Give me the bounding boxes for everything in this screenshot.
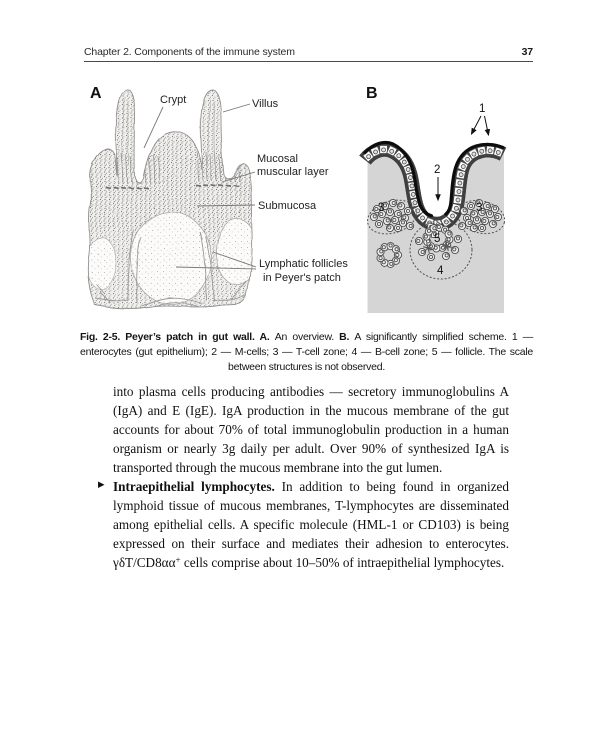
page-number: 37 [521, 46, 534, 58]
villus-inner-lines [121, 97, 216, 169]
label-follicles-line1: Lymphatic follicles [259, 258, 348, 270]
caption-title: Peyer’s patch in gut wall. [125, 331, 260, 343]
muscular-layer-dashes [105, 184, 239, 190]
label-crypt: Crypt [160, 94, 186, 106]
fiber-lines [94, 229, 248, 309]
label-1-enterocytes: 1 [479, 103, 485, 115]
label-submucosa: Submucosa [258, 200, 317, 212]
gut-lumen [365, 118, 503, 218]
label-2-m-cells: 2 [434, 164, 440, 176]
brush-border-line [363, 140, 505, 218]
leader-lines [143, 103, 257, 270]
caption-b-label: B. [339, 331, 355, 343]
label-4-b-cell-zone: 4 [437, 265, 444, 277]
paragraph-intraepithelial: ▶ Intraepithelial lymphocytes. In additio… [98, 477, 509, 572]
b-cell-zone [409, 220, 473, 280]
label-3-t-cell-zone-left: 3 [378, 202, 384, 214]
paragraph-iga: into plasma cells producing antibodies —… [113, 384, 509, 475]
zone-outlines [367, 199, 506, 280]
superscript-plus: + [175, 555, 181, 565]
t-cell-zone-left [367, 199, 417, 235]
label-mucosal-line2: muscular layer [257, 166, 329, 178]
paragraph-text-1: In addition to being found in organized … [113, 479, 509, 570]
panel-b-scheme: B 1 2 3 3 5 4 [363, 85, 508, 313]
paragraph-lead-term: Intraepithelial lymphocytes. [113, 479, 275, 494]
label-5-follicle: 5 [434, 233, 440, 245]
label-follicles-line2: in Peyer's patch [263, 272, 341, 284]
label-3-t-cell-zone-right: 3 [476, 202, 482, 214]
caption-b-text: A significantly simplified scheme. [354, 331, 512, 343]
caption-fig-number: Fig. 2-5. [80, 331, 126, 343]
caption-a-label: A. [259, 331, 275, 343]
panel-b-letter: B [366, 85, 378, 102]
dendritic-cell-stars [423, 241, 452, 253]
body-text: into plasma cells producing antibodies —… [98, 382, 509, 572]
pointer-arrows [435, 115, 491, 202]
label-mucosal-line1: Mucosal [257, 153, 298, 165]
caption-a-text: An overview. [274, 331, 340, 343]
figure-caption: Fig. 2-5. Peyer’s patch in gut wall. A. … [80, 330, 533, 375]
t-cell-zone-right [456, 199, 506, 235]
caption-legend: 1 — enterocytes (gut epithelium); 2 — M-… [80, 331, 533, 373]
running-head-title: Chapter 2. Components of the immune syst… [84, 46, 295, 58]
lymphocyte-cells [369, 198, 503, 268]
figure-2-5: A Crypt Villus Mucosal muscular layer Su… [87, 85, 600, 313]
panel-a-illustration [87, 88, 253, 309]
label-villus: Villus [252, 98, 279, 110]
paragraph-text-2: cells comprise about 10–50% of intraepit… [180, 555, 505, 570]
running-header: Chapter 2. Components of the immune syst… [84, 46, 533, 62]
panel-a-letter: A [90, 85, 102, 102]
panel-a-labels: A Crypt Villus Mucosal muscular layer Su… [90, 85, 348, 284]
bullet-icon: ▶ [98, 479, 105, 490]
